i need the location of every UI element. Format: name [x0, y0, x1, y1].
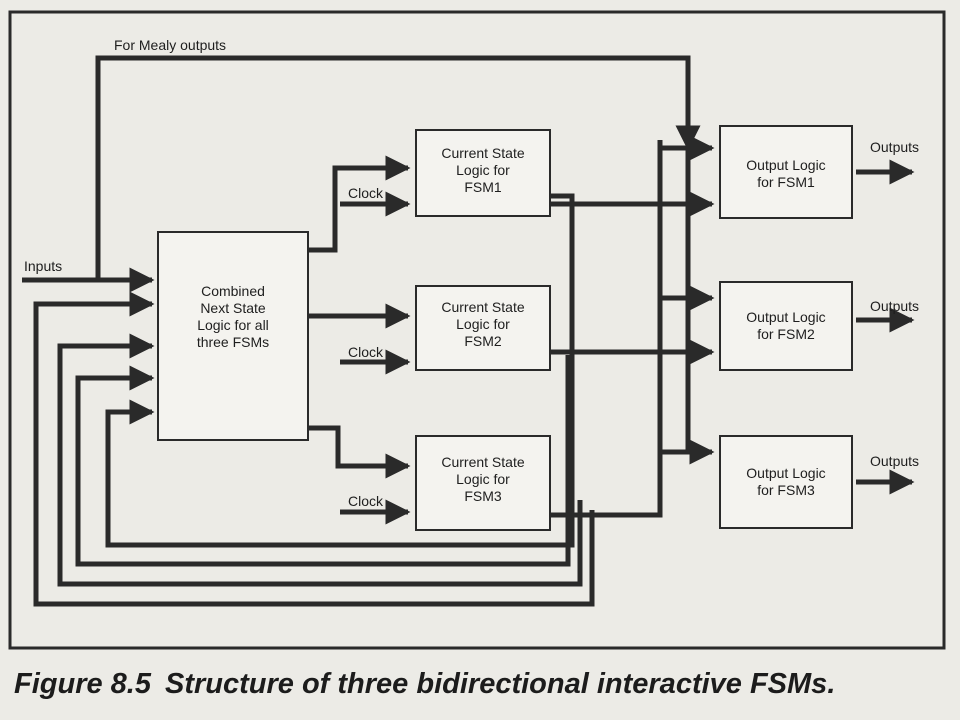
- current-state-block-fsm1: [415, 129, 551, 217]
- next-state-line-1: Combined: [201, 283, 265, 299]
- cs1-line-2: Logic for: [456, 162, 510, 178]
- mealy-label: For Mealy outputs: [114, 37, 226, 53]
- cs2-line-2: Logic for: [456, 316, 510, 332]
- output-logic-fsm2-text: Output Logic for FSM2: [746, 309, 825, 342]
- clock-label-fsm1: Clock: [348, 185, 384, 201]
- ns-to-cs1-wire: [308, 155, 411, 253]
- output-logic-block-fsm2: [719, 281, 853, 371]
- feedback-4: [33, 291, 595, 607]
- cs3-line-2: Logic for: [456, 471, 510, 487]
- clock-label-fsm3: Clock: [348, 493, 384, 509]
- next-state-line-3: Logic for all: [197, 317, 269, 333]
- next-state-block: [157, 231, 309, 441]
- outputs-label-fsm2: Outputs: [870, 298, 919, 314]
- cs1-line-1: Current State: [441, 145, 524, 161]
- inputs-label: Inputs: [24, 258, 62, 274]
- cs1-line-3: FSM1: [464, 179, 502, 195]
- ol3-line-2: for FSM3: [757, 482, 815, 498]
- wires: [22, 55, 915, 607]
- output-logic-block-fsm3: [719, 435, 853, 529]
- cs2-line-1: Current State: [441, 299, 524, 315]
- clock-label-fsm2: Clock: [348, 344, 384, 360]
- feedback-3: [57, 333, 583, 587]
- ol3-line-1: Output Logic: [746, 465, 825, 481]
- outputs-label-fsm3: Outputs: [870, 453, 919, 469]
- figure-number: Figure 8.5: [14, 668, 151, 700]
- ns-to-cs3-wire: [308, 425, 411, 479]
- ol2-line-2: for FSM2: [757, 326, 815, 342]
- ol2-line-1: Output Logic: [746, 309, 825, 325]
- figure-caption: Figure 8.5 Structure of three bidirection…: [0, 668, 960, 701]
- output-logic-fsm1-text: Output Logic for FSM1: [746, 157, 825, 190]
- current-state-block-fsm3: [415, 435, 551, 531]
- diagram-frame: [8, 10, 946, 650]
- next-state-line-4: three FSMs: [197, 334, 269, 350]
- current-state-fsm3-text: Current State Logic for FSM3: [441, 454, 524, 504]
- cs3-bus-wire: [550, 140, 663, 518]
- current-state-block-fsm2: [415, 285, 551, 371]
- feedback-2: [75, 355, 571, 567]
- output-logic-block-fsm1: [719, 125, 853, 219]
- ol1-line-2: for FSM1: [757, 174, 815, 190]
- cs3-line-1: Current State: [441, 454, 524, 470]
- figure-title: Structure of three bidirectional interac…: [165, 668, 836, 700]
- next-state-line-2: Next State: [200, 300, 266, 316]
- next-state-text: Combined Next State Logic for all three …: [197, 283, 269, 350]
- current-state-fsm2-text: Current State Logic for FSM2: [441, 299, 524, 349]
- cs3-line-3: FSM3: [464, 488, 502, 504]
- cs2-line-3: FSM2: [464, 333, 502, 349]
- ol1-line-1: Output Logic: [746, 157, 825, 173]
- feedback-1: [105, 193, 575, 548]
- output-logic-fsm3-text: Output Logic for FSM3: [746, 465, 825, 498]
- current-state-fsm1-text: Current State Logic for FSM1: [441, 145, 524, 195]
- outputs-label-fsm1: Outputs: [870, 139, 919, 155]
